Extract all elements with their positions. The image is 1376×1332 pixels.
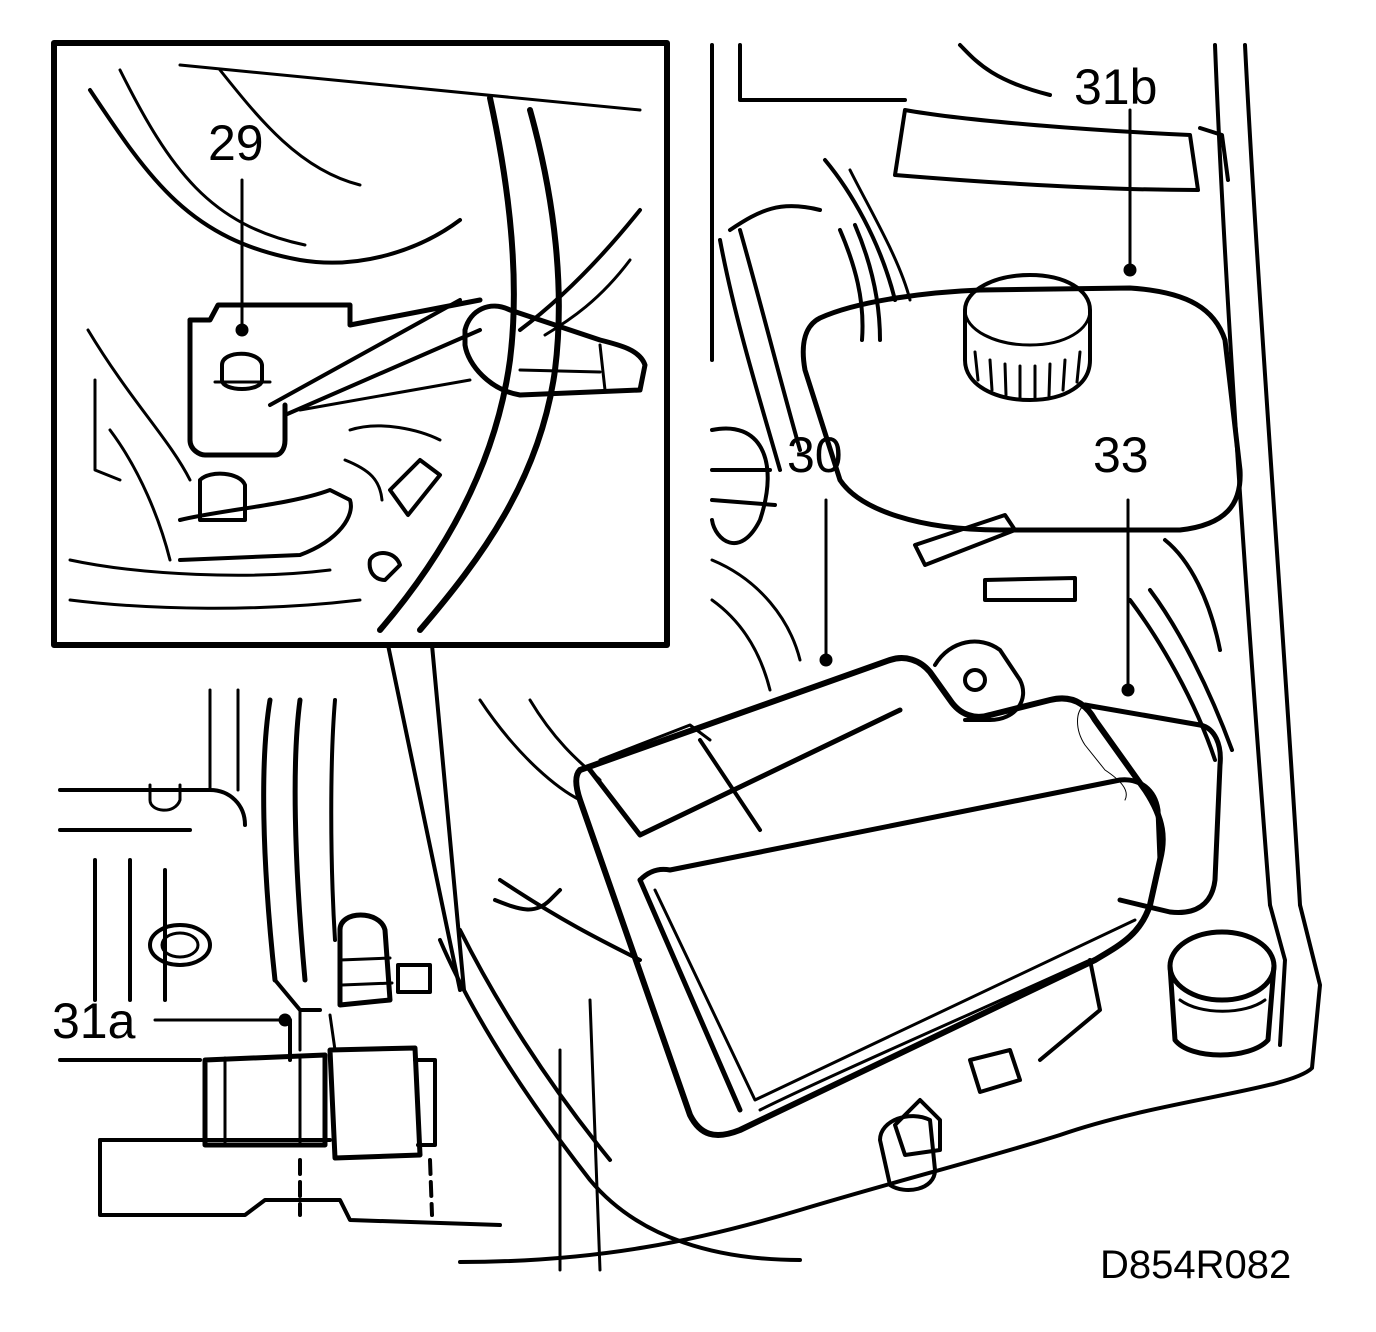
callout-31a: 31a bbox=[52, 993, 136, 1049]
body-frame bbox=[458, 43, 1322, 1264]
reservoir-cap bbox=[1167, 929, 1277, 1058]
hoses-upper bbox=[710, 223, 1234, 762]
figure-id: D854R082 bbox=[1100, 1243, 1292, 1287]
callout-leaders bbox=[153, 108, 1137, 1027]
magnifier-leaders bbox=[386, 643, 466, 992]
callout-30: 30 bbox=[787, 427, 843, 483]
expansion-tank bbox=[800, 273, 1243, 916]
fuse-box bbox=[573, 639, 1166, 1192]
inset-detail bbox=[51, 40, 670, 648]
callout-29: 29 bbox=[208, 115, 264, 171]
engine-left bbox=[58, 688, 502, 1227]
callout-33: 33 bbox=[1093, 427, 1149, 483]
callout-31b: 31b bbox=[1074, 59, 1158, 115]
harness-lower bbox=[438, 698, 802, 1272]
